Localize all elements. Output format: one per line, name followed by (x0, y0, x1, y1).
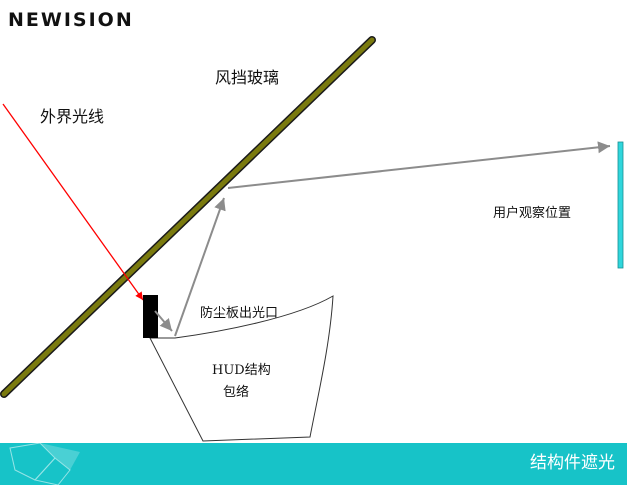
windshield-label: 风挡玻璃 (215, 68, 280, 87)
footer-title: 结构件遮光 (530, 453, 615, 473)
external-light-ray (2, 103, 144, 301)
blocked-ray-segment (154, 310, 173, 332)
footer-band (0, 443, 627, 485)
structural-blocker (143, 295, 158, 338)
reflected-ray-to-user (227, 141, 611, 189)
windshield (1, 37, 375, 397)
user-position-marker (617, 141, 624, 269)
footer-decoration (9, 442, 80, 486)
hud-light-ray (174, 197, 226, 337)
user-position-label: 用户观察位置 (493, 206, 572, 221)
external-light-label: 外界光线 (40, 107, 105, 126)
hud-structure-label: HUD结构 (212, 363, 271, 378)
hud-envelope-label: 包络 (223, 385, 250, 400)
dust-cover-outlet-label: 防尘板出光口 (200, 306, 279, 321)
hud-structure-envelope (149, 295, 334, 442)
newision-logo: NEWISION (8, 9, 134, 31)
